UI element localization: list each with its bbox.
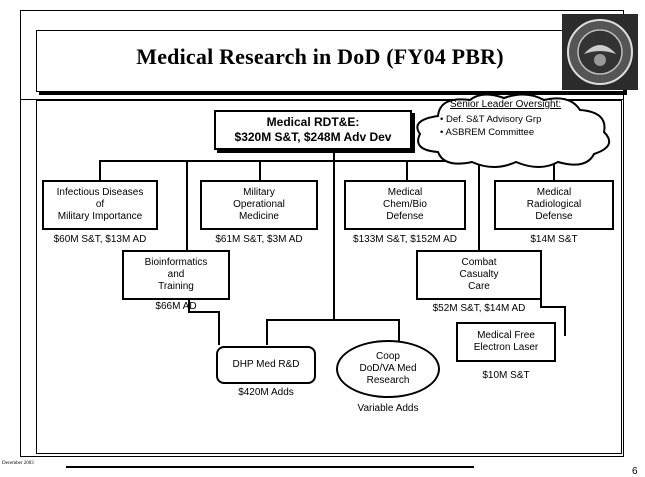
military-medicine-box: Military Operational Medicine bbox=[200, 180, 318, 230]
connector bbox=[540, 306, 566, 308]
connector bbox=[540, 300, 542, 308]
connector bbox=[406, 160, 408, 180]
connector bbox=[333, 150, 335, 320]
infectious-diseases-funding: $60M S&T, $13M AD bbox=[53, 234, 147, 245]
oversight-item: • Def. S&T Advisory Grp bbox=[440, 114, 542, 125]
body-frame-outer bbox=[20, 96, 624, 457]
chem-bio-defense-box: Medical Chem/Bio Defense bbox=[344, 180, 466, 230]
oversight-cloud-icon bbox=[416, 93, 611, 168]
connector bbox=[188, 300, 190, 312]
connector bbox=[99, 160, 101, 180]
oversight-item: • ASBREM Committee bbox=[440, 127, 535, 138]
footer-rule bbox=[66, 466, 474, 468]
infectious-diseases-box: Infectious Diseases of Military Importan… bbox=[42, 180, 158, 230]
connector bbox=[553, 160, 555, 180]
radiological-defense-label: Medical Radiological Defense bbox=[526, 187, 582, 222]
connector bbox=[186, 160, 188, 250]
connector bbox=[266, 319, 400, 321]
dod-seal-icon bbox=[562, 14, 638, 90]
coop-dod-va-label: Coop DoD/VA Med Research bbox=[359, 351, 417, 386]
combat-casualty-care-label: Combat Casualty Care bbox=[459, 257, 499, 292]
slide-title: Medical Research in DoD (FY04 PBR) bbox=[136, 44, 504, 69]
free-electron-laser-box: Medical Free Electron Laser bbox=[456, 322, 556, 362]
chem-bio-defense-funding: $133M S&T, $152M AD bbox=[353, 234, 457, 245]
combat-casualty-care-box: Combat Casualty Care bbox=[416, 250, 542, 300]
connector bbox=[398, 319, 400, 345]
dhp-med-rd-label: DHP Med R&D bbox=[232, 359, 300, 370]
radiological-defense-funding: $14M S&T bbox=[530, 234, 578, 245]
bioinformatics-box: Bioinformatics and Training bbox=[122, 250, 230, 300]
connector bbox=[564, 306, 566, 336]
military-medicine-funding: $61M S&T, $3M AD bbox=[215, 234, 303, 245]
medical-rdte-box: Medical RDT&E: $320M S&T, $248M Adv Dev bbox=[214, 110, 412, 150]
military-medicine-label: Military Operational Medicine bbox=[233, 187, 285, 222]
infectious-diseases-label: Infectious Diseases of Military Importan… bbox=[56, 187, 144, 222]
title-banner bbox=[36, 30, 624, 92]
page-number: 6 bbox=[632, 466, 638, 477]
bioinformatics-label: Bioinformatics and Training bbox=[144, 257, 208, 292]
oversight-heading: Senior Leader Oversight: bbox=[450, 99, 562, 110]
connector bbox=[188, 311, 220, 313]
radiological-defense-box: Medical Radiological Defense bbox=[494, 180, 614, 230]
connector bbox=[478, 160, 480, 250]
coop-dod-va-funding: Variable Adds bbox=[357, 403, 419, 414]
medical-rdte-title: Medical RDT&E: bbox=[266, 115, 360, 129]
free-electron-laser-label: Medical Free Electron Laser bbox=[473, 330, 539, 353]
connector bbox=[218, 311, 220, 345]
medical-rdte-funding: $320M S&T, $248M Adv Dev bbox=[234, 130, 392, 144]
chem-bio-defense-label: Medical Chem/Bio Defense bbox=[383, 187, 427, 222]
connector bbox=[266, 319, 268, 345]
free-electron-laser-funding: $10M S&T bbox=[482, 370, 530, 381]
connector bbox=[259, 160, 261, 180]
dhp-med-rd-box: DHP Med R&D bbox=[216, 346, 316, 384]
coop-dod-va-ellipse: Coop DoD/VA Med Research bbox=[336, 340, 440, 398]
dhp-med-rd-funding: $420M Adds bbox=[238, 387, 294, 398]
footer-date: December 2003 bbox=[2, 461, 34, 466]
body-frame-inner bbox=[36, 100, 622, 454]
bioinformatics-funding: $66M AD bbox=[155, 301, 197, 312]
connector bbox=[99, 160, 555, 162]
combat-casualty-care-funding: $52M S&T, $14M AD bbox=[432, 303, 526, 314]
